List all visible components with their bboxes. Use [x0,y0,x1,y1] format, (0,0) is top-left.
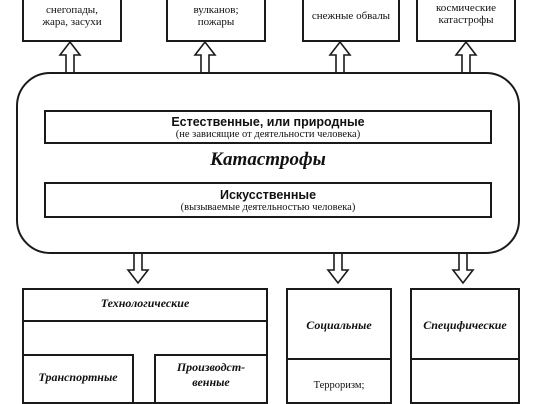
top-box-2: вулканов; пожары [166,0,266,42]
top-box-1-line-1: снегопады, [46,4,98,16]
artificial-subtitle: (вызываемые деятельностью человека) [180,202,356,213]
production-box: Производст- венные [154,354,268,404]
specific-box [410,288,520,404]
production-label-line-2: венные [192,375,230,389]
technological-title: Технологические [100,296,190,310]
social-item: Терроризм; [313,380,365,391]
specific-title: Специфические [423,318,507,332]
top-box-3: снежные обвалы [302,0,400,42]
top-box-4-line-1: космические [436,2,496,14]
natural-box: Естественные, или природные (не зависящи… [44,110,492,144]
social-box [286,288,392,404]
top-box-4-line-2: катастрофы [438,14,494,26]
social-divider [286,358,392,360]
specific-divider [410,358,520,360]
technological-divider [22,320,268,322]
top-box-2-line-1: вулканов; [193,4,239,16]
top-box-1: снегопады, жара, засухи [22,0,122,42]
natural-subtitle: (не зависящие от деятельности человека) [175,129,361,140]
center-title: Катастрофы [210,149,326,170]
transport-box: Транспортные [22,354,134,404]
social-title: Социальные [306,318,372,332]
top-box-3-line-1: снежные обвалы [311,10,391,22]
catastrophes-container [16,72,520,254]
top-box-2-line-2: пожары [197,16,235,28]
top-box-1-line-2: жара, засухи [42,16,102,28]
production-label-line-1: Производст- [176,360,246,374]
artificial-box: Искусственные (вызываемые деятельностью … [44,182,492,218]
artificial-title: Искусственные [219,188,317,202]
transport-label: Транспортные [38,370,118,384]
natural-title: Естественные, или природные [171,115,365,129]
top-box-4: космические катастрофы [416,0,516,42]
